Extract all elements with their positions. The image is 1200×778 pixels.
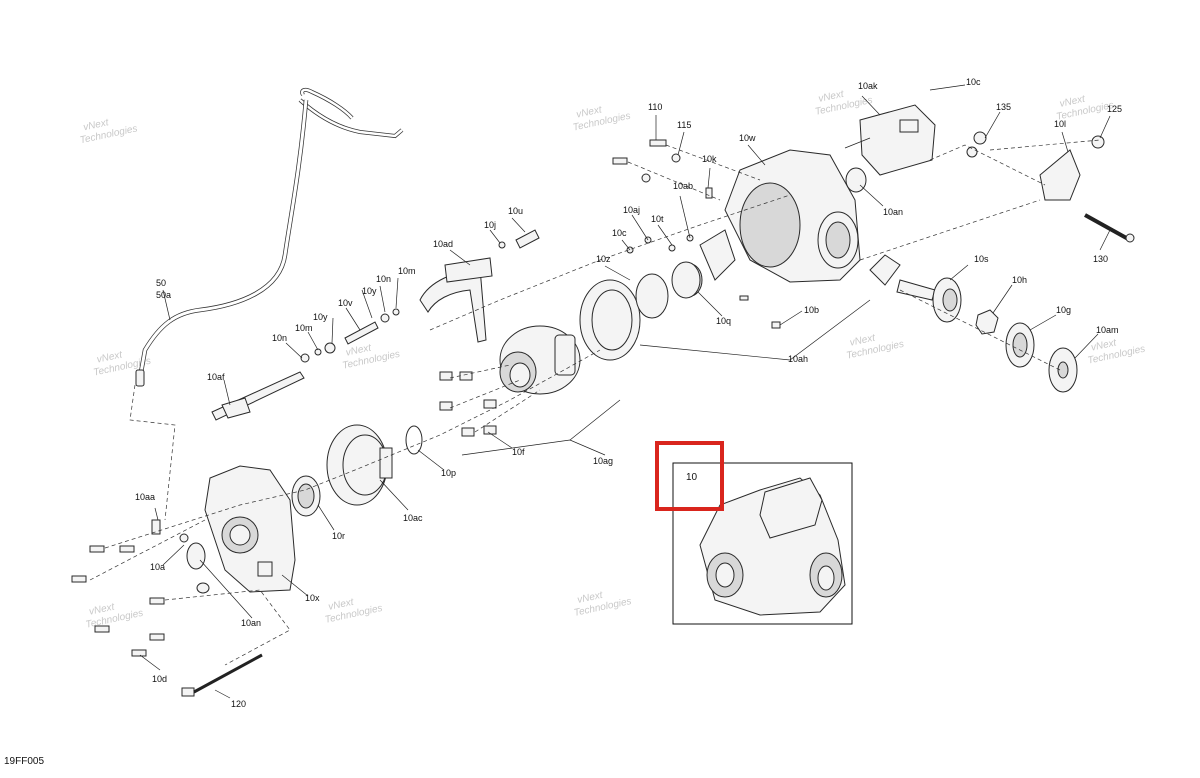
callout-10u[interactable]: 10u: [508, 206, 523, 216]
assembly-port-left-inner: [715, 562, 735, 588]
cover-10ac[interactable]: [326, 424, 393, 506]
callout-10t[interactable]: 10t: [651, 214, 664, 224]
nut-10h[interactable]: [975, 309, 999, 335]
callout-10ad[interactable]: 10ad: [433, 239, 453, 249]
shift-fork-assembly[interactable]: [211, 229, 540, 421]
watermark-11: vNext: [576, 590, 604, 606]
callout-10am[interactable]: 10am: [1096, 325, 1119, 335]
watermark-10: vNext: [327, 597, 355, 613]
callout-10c-left[interactable]: 10c: [612, 228, 627, 238]
callout-10af[interactable]: 10af: [207, 372, 225, 382]
callout-labels: 50 50a 10af 10n 10m 10y 10v 10y 10n 10m …: [135, 77, 1122, 709]
right-housing-10w[interactable]: [724, 149, 861, 283]
callout-10j[interactable]: 10j: [484, 220, 496, 230]
callout-130[interactable]: 130: [1093, 254, 1108, 264]
callout-10r[interactable]: 10r: [332, 531, 345, 541]
callout-10x[interactable]: 10x: [305, 593, 320, 603]
watermark-5: vNext: [96, 349, 124, 365]
callout-135[interactable]: 135: [996, 102, 1011, 112]
bracket-10l[interactable]: [966, 131, 1135, 243]
callout-10w[interactable]: 10w: [739, 133, 756, 143]
callout-10y-left[interactable]: 10y: [313, 312, 328, 322]
callout-10g[interactable]: 10g: [1056, 305, 1071, 315]
callout-10f[interactable]: 10f: [512, 447, 525, 457]
callout-10b[interactable]: 10b: [804, 305, 819, 315]
callout-120[interactable]: 120: [231, 699, 246, 709]
assembly-actuator: [759, 477, 823, 539]
callout-10q[interactable]: 10q: [716, 316, 731, 326]
callout-10z[interactable]: 10z: [596, 254, 611, 264]
callout-10an-left[interactable]: 10an: [241, 618, 261, 628]
callout-110[interactable]: 110: [648, 102, 662, 112]
washer-10am[interactable]: [1048, 347, 1078, 393]
left-housing[interactable]: [204, 465, 296, 593]
watermark-7: vNext: [849, 332, 877, 348]
highlight-box: [655, 441, 724, 511]
callout-10aj[interactable]: 10aj: [623, 205, 640, 215]
watermark-3: vNext: [817, 89, 845, 105]
watermark-6: vNext: [345, 342, 373, 358]
assembly-output-spline: [817, 565, 835, 591]
callout-10l[interactable]: 10l: [1054, 119, 1066, 129]
inset-frame: [672, 462, 853, 625]
callout-10y-right[interactable]: 10y: [362, 286, 377, 296]
pinion-shaft-10s[interactable]: [869, 254, 962, 323]
small-parts-upper[interactable]: [612, 139, 781, 329]
seal-bearing-10r[interactable]: [291, 475, 321, 517]
figure-code: 19FF005: [4, 756, 45, 767]
callout-10s[interactable]: 10s: [974, 254, 989, 264]
callout-50a[interactable]: 50a: [156, 290, 171, 300]
callout-10ag[interactable]: 10ag: [593, 456, 613, 466]
callout-10m-right[interactable]: 10m: [398, 266, 416, 276]
callout-10c-right[interactable]: 10c: [966, 77, 981, 87]
callout-10ab[interactable]: 10ab: [673, 181, 693, 191]
callout-10m-left[interactable]: 10m: [295, 323, 313, 333]
callout-10aa[interactable]: 10aa: [135, 492, 155, 502]
callout-10[interactable]: 10: [686, 472, 698, 483]
callout-10v[interactable]: 10v: [338, 298, 353, 308]
assembly-inset[interactable]: 10: [655, 441, 853, 625]
actuator-10ak[interactable]: [844, 104, 936, 176]
callout-10an-right[interactable]: 10an: [883, 207, 903, 217]
watermark-8: vNext: [1090, 337, 1118, 353]
callout-115[interactable]: 115: [677, 120, 691, 130]
watermark-4: vNext: [1059, 93, 1087, 109]
o-ring-10p[interactable]: [405, 425, 423, 455]
callout-125[interactable]: 125: [1107, 104, 1122, 114]
callout-10p[interactable]: 10p: [441, 468, 456, 478]
watermark-9: vNext: [88, 601, 116, 617]
differential-assembly[interactable]: [499, 325, 581, 395]
callout-10h[interactable]: 10h: [1012, 275, 1027, 285]
callout-10a[interactable]: 10a: [150, 562, 165, 572]
callout-10ah[interactable]: 10ah: [788, 354, 808, 364]
callout-10ac[interactable]: 10ac: [403, 513, 423, 523]
callout-10ak[interactable]: 10ak: [858, 81, 878, 91]
bolts-group[interactable]: [71, 371, 497, 697]
seal-10an-right[interactable]: [845, 167, 867, 193]
coupler-10g[interactable]: [1005, 322, 1035, 368]
breather-hose[interactable]: [135, 87, 404, 387]
callout-10d[interactable]: 10d: [152, 674, 167, 684]
callout-10n-right[interactable]: 10n: [376, 274, 391, 284]
watermark-1: vNext: [82, 117, 110, 133]
callout-10n-left[interactable]: 10n: [272, 333, 287, 343]
watermark-2: vNext: [575, 104, 603, 120]
leader-lines: [89, 84, 1111, 699]
callout-50[interactable]: 50: [156, 278, 166, 288]
callout-10k[interactable]: 10k: [702, 154, 717, 164]
